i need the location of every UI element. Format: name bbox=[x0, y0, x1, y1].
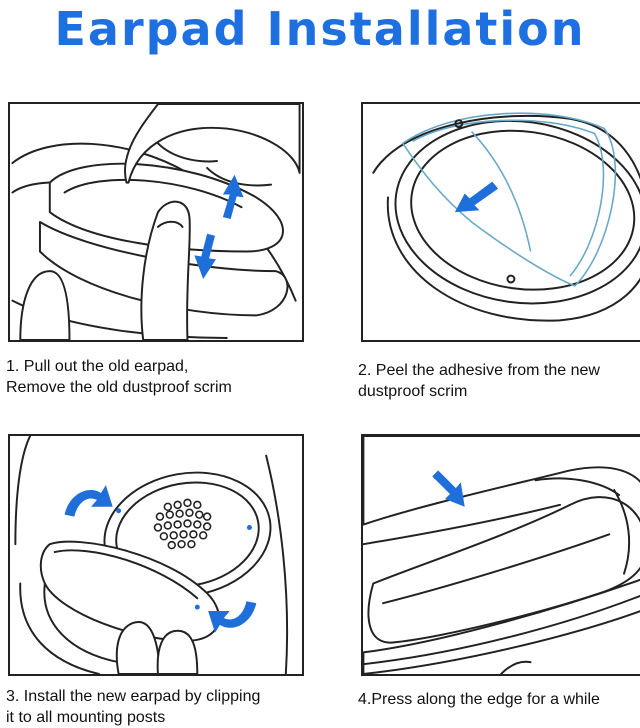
pull-earpad-drawing bbox=[11, 104, 301, 340]
step-1-illustration bbox=[8, 102, 304, 342]
step-4-illustration bbox=[361, 434, 640, 676]
step-3-caption: 3. Install the new earpad by clipping it… bbox=[6, 686, 260, 728]
step-2-caption-line1: 2. Peel the adhesive from the new bbox=[358, 362, 600, 379]
arrow-down-icon bbox=[194, 233, 216, 280]
step-2-illustration bbox=[361, 102, 640, 342]
curved-arrow-icon bbox=[208, 601, 257, 633]
step-2-caption: 2. Peel the adhesive from the new dustpr… bbox=[358, 360, 600, 402]
arrow-down-left-icon bbox=[454, 181, 499, 213]
step-1-caption-line1: 1. Pull out the old earpad, bbox=[6, 358, 189, 375]
step-1-caption: 1. Pull out the old earpad, Remove the o… bbox=[6, 356, 232, 398]
scrim-holes bbox=[153, 498, 212, 550]
step-4-caption: 4.Press along the edge for a while bbox=[358, 689, 600, 710]
press-edge-drawing bbox=[363, 436, 640, 674]
peel-adhesive-drawing bbox=[372, 112, 640, 322]
clip-earpad-drawing bbox=[14, 436, 289, 674]
step-4-caption-line1: 4.Press along the edge for a while bbox=[358, 691, 600, 708]
arrow-up-icon bbox=[222, 174, 244, 220]
step-1-caption-line2: Remove the old dustproof scrim bbox=[6, 379, 232, 396]
arrow-down-right-icon bbox=[432, 470, 465, 507]
step-3-illustration bbox=[8, 434, 304, 676]
step-3-caption-line2: it to all mounting posts bbox=[6, 709, 166, 726]
step-2-caption-line2: dustproof scrim bbox=[358, 383, 468, 400]
page-title: Earpad Installation bbox=[54, 2, 586, 56]
step-3-caption-line1: 3. Install the new earpad by clipping bbox=[6, 688, 261, 705]
curved-arrow-icon bbox=[64, 485, 113, 517]
